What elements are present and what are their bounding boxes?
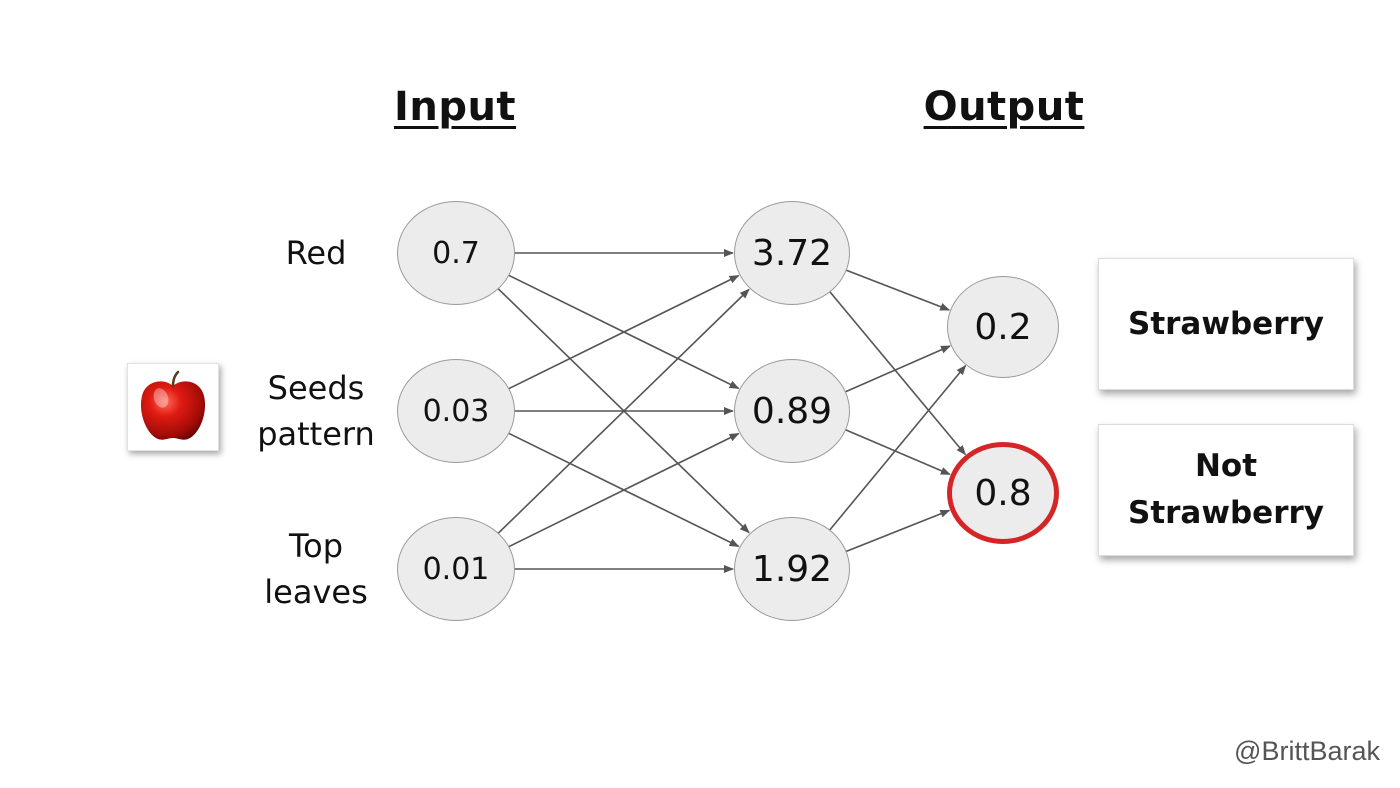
connection-arrow [845, 269, 951, 311]
connection-arrow [508, 274, 740, 390]
hidden-node: 3.72 [734, 201, 850, 305]
connection-arrow [844, 428, 951, 476]
apple-image [127, 363, 219, 451]
feature-label: Seeds pattern [257, 369, 375, 453]
output-heading: Output [923, 84, 1085, 130]
class-box-not-strawberry: Not Strawberry [1098, 424, 1354, 556]
connection-arrow [828, 364, 967, 531]
connection-arrow [844, 345, 951, 393]
apple-icon [140, 370, 206, 440]
output-node: 0.2 [947, 276, 1059, 378]
connection-arrow [829, 291, 967, 456]
connection-arrow [497, 288, 750, 534]
connection-arrow [845, 509, 951, 553]
input-node: 0.7 [397, 201, 515, 305]
hidden-node: 0.89 [734, 359, 850, 463]
output-node-highlighted: 0.8 [947, 442, 1059, 544]
class-box-strawberry: Strawberry [1098, 258, 1354, 390]
hidden-node: 1.92 [734, 517, 850, 621]
connection-arrow [508, 432, 740, 548]
input-node: 0.01 [397, 517, 515, 621]
author-credit: @BrittBarak [1234, 736, 1380, 766]
feature-label: Top leaves [264, 527, 368, 611]
input-node: 0.03 [397, 359, 515, 463]
feature-label: Red [285, 234, 347, 272]
input-heading: Input [393, 84, 517, 130]
